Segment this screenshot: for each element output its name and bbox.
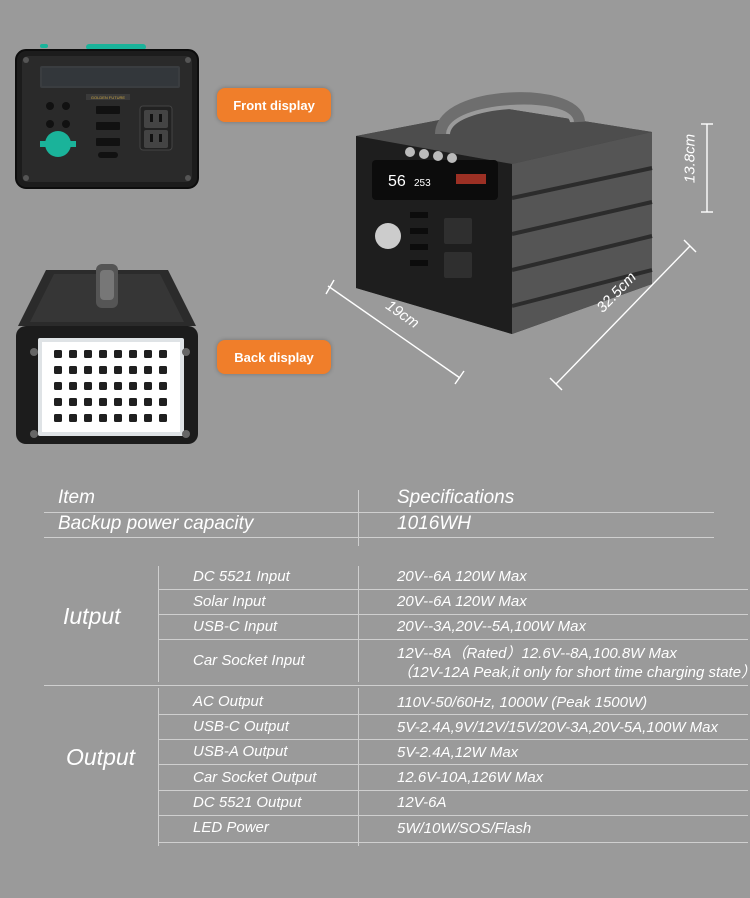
led-cell xyxy=(69,382,77,390)
led-cell xyxy=(144,414,152,422)
main-device-image: 56 253 xyxy=(352,88,662,338)
led-cell xyxy=(159,366,167,374)
led-cell xyxy=(129,398,137,406)
capacity-item: Backup power capacity xyxy=(58,513,254,534)
led-cell xyxy=(99,350,107,358)
dimension-lines xyxy=(325,123,713,391)
device-screen-value: 56 xyxy=(388,173,406,190)
led-cell xyxy=(159,414,167,422)
led-cell xyxy=(99,382,107,390)
back-display-label: Back display xyxy=(217,340,331,374)
led-cell xyxy=(114,382,122,390)
header-item: Item xyxy=(58,487,95,508)
output-row-spec: 5V-2.4A,12W Max xyxy=(397,744,519,761)
input-row-item: USB-C Input xyxy=(193,618,278,635)
spec-table: Item Specifications Backup power capacit… xyxy=(0,480,750,898)
front-display-label: Front display xyxy=(217,88,331,122)
led-cell xyxy=(129,366,137,374)
led-cell xyxy=(84,350,92,358)
output-row-item: USB-A Output xyxy=(193,743,288,760)
led-cell xyxy=(69,350,77,358)
output-row-spec: 12V-6A xyxy=(397,794,447,811)
led-cell xyxy=(129,350,137,358)
led-cell xyxy=(69,398,77,406)
input-row-item: Car Socket Input xyxy=(193,652,305,669)
led-cell xyxy=(159,382,167,390)
led-cell xyxy=(99,366,107,374)
led-cell xyxy=(54,350,62,358)
header-spec: Specifications xyxy=(397,487,515,508)
capacity-value: 1016WH xyxy=(397,513,471,534)
led-cell xyxy=(144,382,152,390)
led-cell xyxy=(144,398,152,406)
output-group-label: Output xyxy=(66,744,136,770)
led-cell xyxy=(54,382,62,390)
led-cell xyxy=(129,414,137,422)
output-row-item: USB-C Output xyxy=(193,718,289,735)
led-cell xyxy=(99,414,107,422)
input-row-spec: 20V--3A,20V--5A,100W Max xyxy=(397,618,586,635)
input-row-spec: 20V--6A 120W Max xyxy=(397,593,527,610)
output-row-spec: 5V-2.4A,9V/12V/15V/20V-3A,20V-5A,100W Ma… xyxy=(397,719,719,736)
dimension-height: 13.8cm xyxy=(681,133,699,184)
output-row-spec: 12.6V-10A,126W Max xyxy=(397,769,544,786)
input-group-label: Iutput xyxy=(63,603,121,629)
front-device-image: GOLDEN FUTURE xyxy=(14,42,200,190)
led-cell xyxy=(84,398,92,406)
led-cell xyxy=(69,414,77,422)
device-screen-small: 253 xyxy=(414,178,431,189)
led-cell xyxy=(54,366,62,374)
back-device-image xyxy=(14,262,200,446)
led-cell xyxy=(144,350,152,358)
output-row-item: AC Output xyxy=(193,693,264,710)
input-row-spec: 12V--8A（Rated）12.6V--8A,100.8W Max xyxy=(397,645,677,662)
led-cell xyxy=(99,398,107,406)
output-row-item: DC 5521 Output xyxy=(193,794,302,811)
output-row-spec: 5W/10W/SOS/Flash xyxy=(397,820,532,837)
output-row-spec: 110V-50/60Hz, 1000W (Peak 1500W) xyxy=(397,694,648,711)
led-cell xyxy=(114,414,122,422)
output-row-item: Car Socket Output xyxy=(193,769,317,786)
led-cell xyxy=(84,414,92,422)
led-cell xyxy=(129,382,137,390)
led-cell xyxy=(159,398,167,406)
output-row-item: LED Power xyxy=(193,819,269,836)
input-row-item: DC 5521 Input xyxy=(193,568,290,585)
led-cell xyxy=(54,398,62,406)
led-cell xyxy=(114,398,122,406)
input-row-spec: 20V--6A 120W Max xyxy=(397,568,527,585)
input-row-item: Solar Input xyxy=(193,593,266,610)
device-brand-text: GOLDEN FUTURE xyxy=(91,95,126,100)
led-cell xyxy=(69,366,77,374)
led-cell xyxy=(84,382,92,390)
led-cell xyxy=(114,350,122,358)
input-row-spec-note: （12V-12A Peak,it only for short time cha… xyxy=(397,664,750,681)
led-cell xyxy=(84,366,92,374)
led-cell xyxy=(54,414,62,422)
led-cell xyxy=(159,350,167,358)
led-cell xyxy=(114,366,122,374)
led-cell xyxy=(144,366,152,374)
